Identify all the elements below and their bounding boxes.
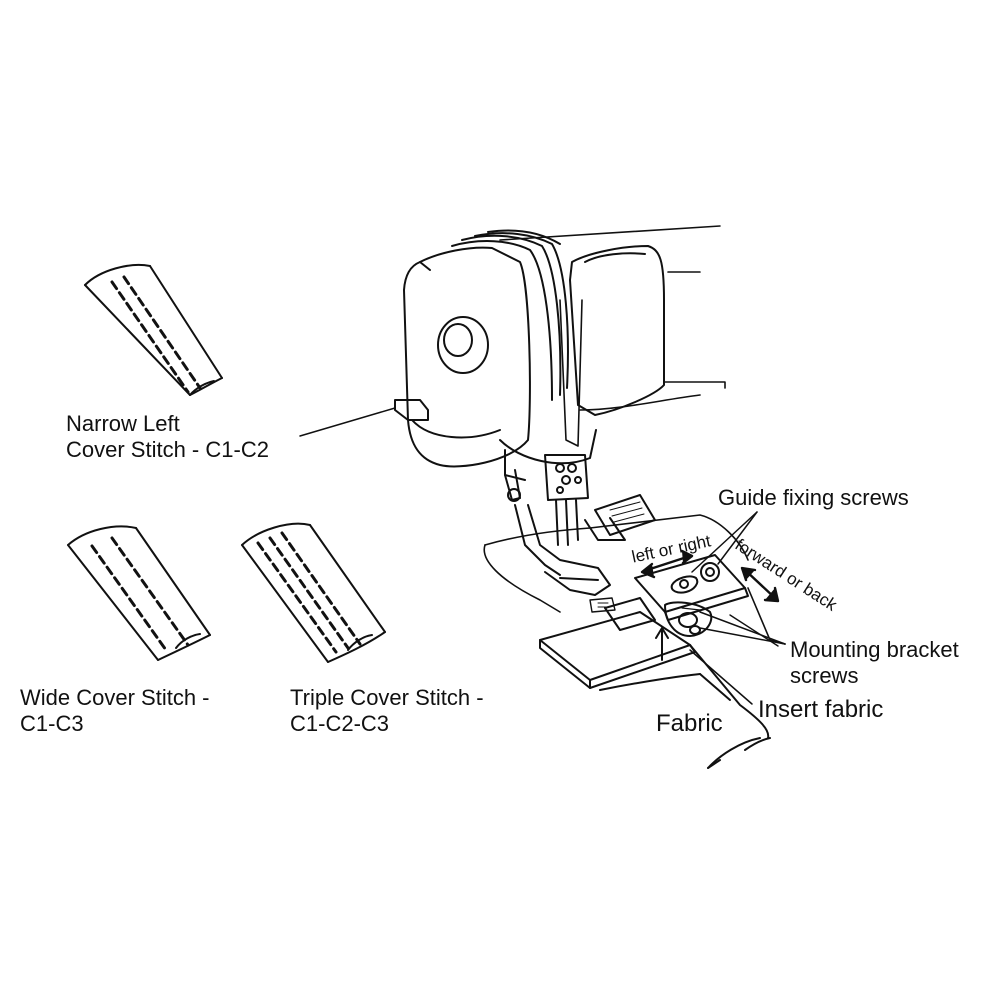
fabric-label: Fabric [656,710,723,737]
triple-label-line2: C1-C2-C3 [290,711,390,736]
guide-fixing-screws-label: Guide fixing screws [718,485,909,510]
narrow-label-line2: Cover Stitch - C1-C2 [66,437,269,462]
narrow-leader-line [299,407,396,437]
wide-label-line1: Wide Cover Stitch - [20,685,210,710]
wide-label-line2: C1-C3 [20,711,84,736]
triple-label-line1: Triple Cover Stitch - [290,685,484,710]
left-right-arrow [640,549,694,579]
insert-fabric-label: Insert fabric [758,696,884,723]
narrow-cover-stitch-swatch [84,264,223,396]
machine-body [394,225,749,613]
narrow-label-line1: Narrow Left [66,411,180,436]
mounting-bracket-label-line1: Mounting bracket [790,637,959,662]
mounting-leader-2 [699,627,786,645]
wide-cover-stitch-swatch [67,525,211,661]
guide-screw-leader-1 [717,511,758,565]
mounting-bracket-label-line2: screws [790,663,859,688]
guide-screw-leader-2 [691,511,758,573]
forward-back-arrow [740,566,780,603]
cover-stitch-guide [539,494,786,769]
insert-fabric-leader [689,649,753,705]
mounting-leader-1 [699,611,786,645]
triple-cover-stitch-swatch [241,522,386,663]
